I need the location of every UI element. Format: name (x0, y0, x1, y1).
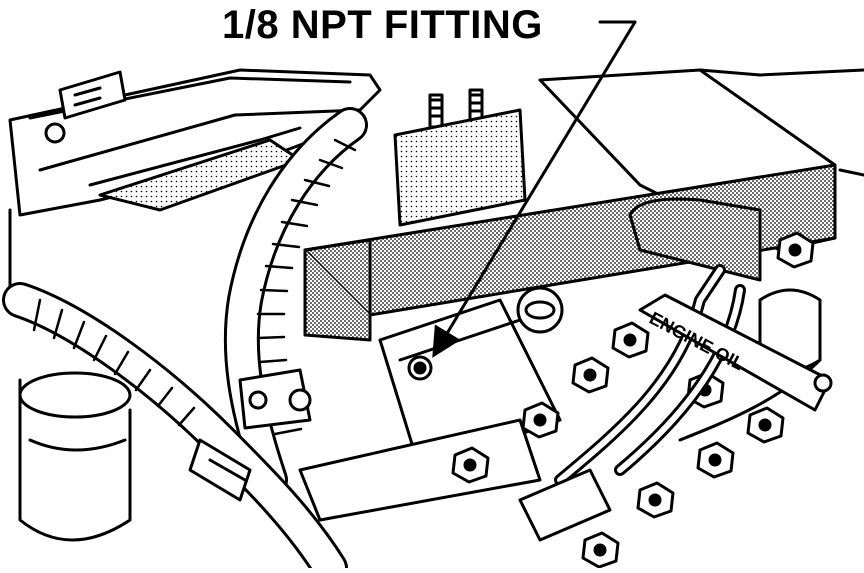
npt-fitting (407, 355, 433, 381)
oil-filter (18, 371, 132, 542)
callout-leader (432, 20, 637, 358)
fitting-plate (298, 286, 564, 522)
engine-oil-tag (638, 293, 833, 412)
bolts-top (393, 88, 527, 227)
mounting-tab (238, 368, 312, 430)
bracket-bar (303, 163, 837, 342)
callout-label: 1/8 NPT FITTING (222, 3, 543, 47)
